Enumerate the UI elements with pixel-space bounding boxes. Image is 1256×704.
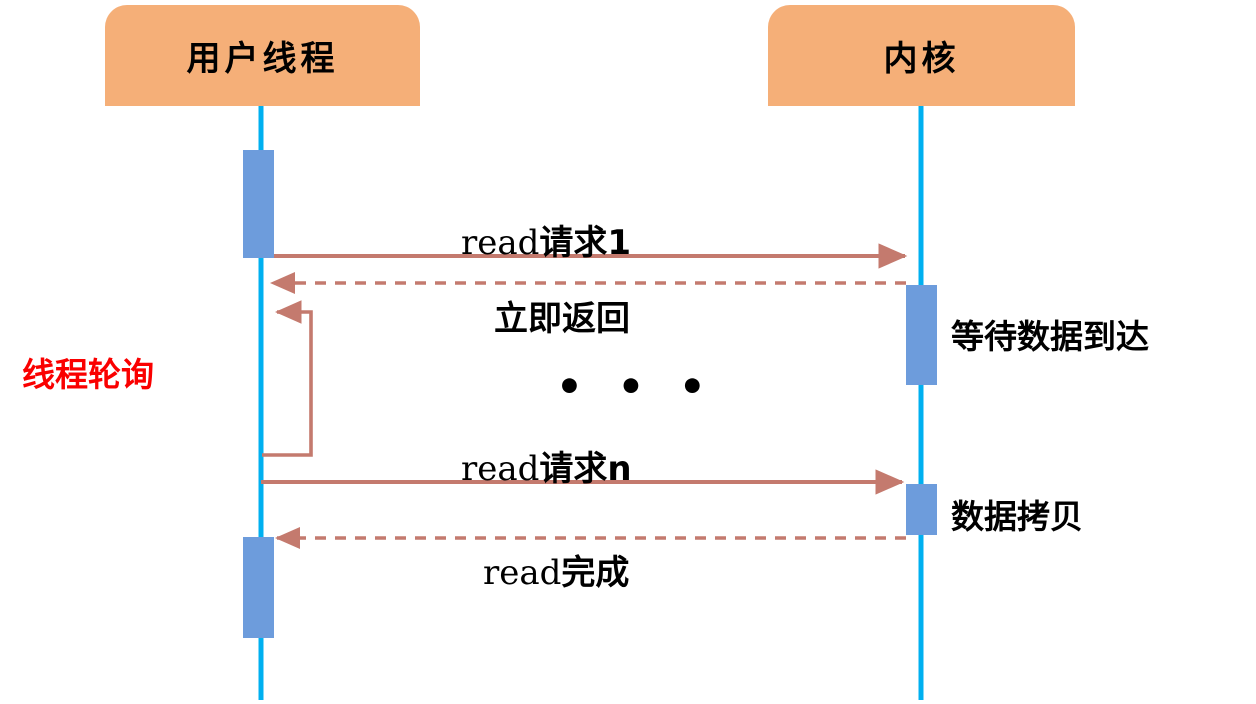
self-loop-polling xyxy=(262,300,313,457)
ellipsis-indicator: • • • xyxy=(556,362,716,411)
participant-label-user: 用户线程 xyxy=(186,39,339,79)
message-label-read-request-n: read请求n xyxy=(461,449,632,489)
message-label-read-request-1: read请求1 xyxy=(461,223,632,263)
annotation-thread-polling: 线程轮询 xyxy=(22,355,154,394)
participant-box-user: 用户线程 xyxy=(105,5,420,106)
activation-bar-kernel-wait xyxy=(906,285,937,385)
activation-bar-user-1 xyxy=(243,150,274,258)
activation-bar-kernel-copy xyxy=(906,484,937,535)
participant-box-kernel: 内核 xyxy=(768,5,1075,106)
side-note-waiting-data: 等待数据到达 xyxy=(951,317,1149,356)
message-label-read-complete: read完成 xyxy=(483,553,630,593)
message-label-return-immediately: 立即返回 xyxy=(494,299,630,339)
participant-label-kernel: 内核 xyxy=(883,39,960,79)
side-note-data-copy: 数据拷贝 xyxy=(951,497,1083,536)
activation-bar-user-2 xyxy=(243,537,274,638)
